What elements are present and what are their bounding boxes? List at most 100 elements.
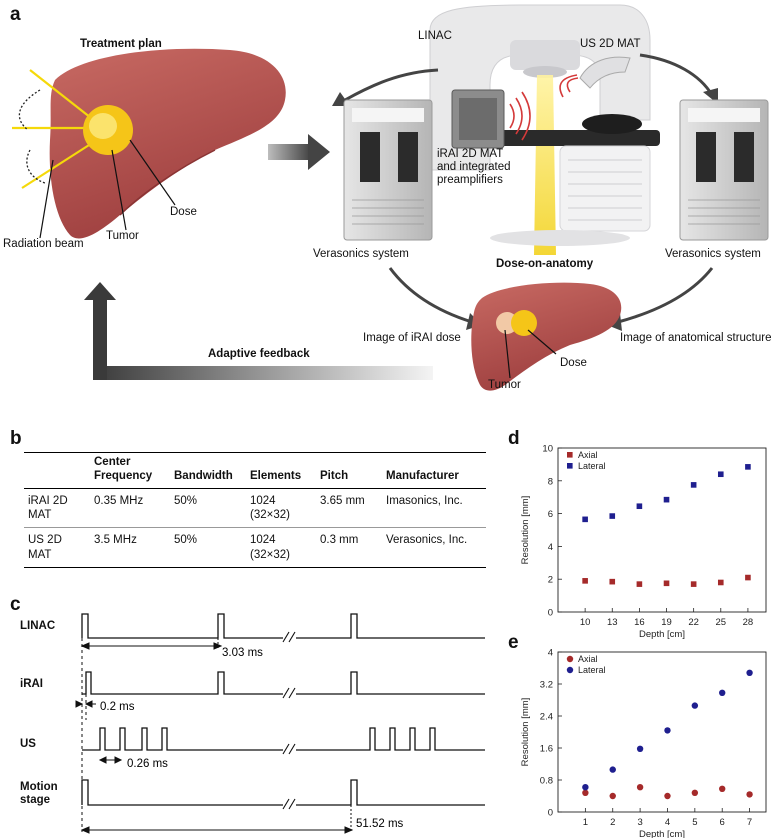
x-axis-label: Depth [cm] <box>639 829 685 838</box>
plot-frame <box>557 651 767 813</box>
label-image-anatomical: Image of anatomical structure <box>620 332 772 344</box>
y-tick-label: 2.4 <box>540 712 553 723</box>
y-tick-label: 0 <box>548 608 553 619</box>
timing-motion-period: 51.52 ms <box>356 818 404 830</box>
workflow-arrow-right <box>268 134 330 170</box>
x-tick-label: 3 <box>637 817 642 828</box>
legend-label-lateral: Lateral <box>578 461 606 471</box>
table-row: US 2D MAT 3.5 MHz 50% 1024 (32×32) 0.3 m… <box>24 528 486 568</box>
table-cell: 0.35 MHz <box>94 494 144 507</box>
y-tick-label: 6 <box>548 509 553 520</box>
label-irai-mat-2: and integrated <box>437 161 511 173</box>
verasonics-right-cabinet <box>679 99 769 241</box>
timing-label-irai: iRAI <box>20 678 43 690</box>
table-cell: 3.65 mm <box>320 494 365 507</box>
liver-bottom <box>471 282 622 391</box>
table-cell: iRAI 2D MAT <box>28 494 68 521</box>
x-tick-label: 10 <box>580 617 591 628</box>
table-cell: 50% <box>174 534 198 547</box>
data-point-axial <box>636 581 643 587</box>
x-tick-label: 25 <box>715 617 726 628</box>
x-tick-label: 6 <box>720 817 725 828</box>
table-header <box>24 453 90 488</box>
y-tick-label: 0.8 <box>540 776 553 787</box>
linac-trace <box>81 613 283 639</box>
legend-marker-lateral <box>567 463 573 469</box>
y-tick-label: 1.6 <box>540 744 553 755</box>
data-point-axial <box>691 789 699 796</box>
label-dose-on-anatomy: Dose-on-anatomy <box>496 258 594 270</box>
label-tumor-top: Tumor <box>106 230 139 242</box>
table-header-row: Center Frequency Bandwidth Elements Pitc… <box>24 453 486 489</box>
data-point-lateral <box>745 464 751 470</box>
label-us-mat: US 2D MAT <box>580 38 641 50</box>
x-tick-label: 4 <box>665 817 670 828</box>
table-cell: Verasonics, Inc. <box>386 534 468 547</box>
table-header: Pitch <box>320 469 349 482</box>
data-point-lateral <box>609 513 616 519</box>
us-trace <box>82 727 283 751</box>
x-tick-label: 28 <box>743 617 754 628</box>
label-adaptive-feedback: Adaptive feedback <box>208 348 310 360</box>
data-point-axial <box>664 792 671 800</box>
data-point-lateral <box>609 766 616 773</box>
rotation-arrow-lower <box>26 149 46 184</box>
data-point-axial <box>609 792 616 800</box>
timing-label-motion-stage: Motion stage <box>20 781 58 807</box>
timing-irai-delay: 0.2 ms <box>100 701 135 713</box>
data-point-lateral <box>663 496 670 503</box>
data-point-axial <box>745 574 751 581</box>
data-point-axial <box>690 581 697 587</box>
label-dose-top: Dose <box>170 206 197 218</box>
panel-label-d: d <box>508 428 520 449</box>
table-cell: 0.3 mm <box>320 534 359 547</box>
data-point-lateral <box>664 727 671 734</box>
legend-marker-axial <box>566 655 574 663</box>
label-tumor-bottom: Tumor <box>488 379 521 391</box>
y-tick-label: 4 <box>548 542 553 553</box>
y-tick-label: 2 <box>548 575 553 586</box>
motion-trace <box>81 779 283 806</box>
y-axis-label: Resolution [mm] <box>520 698 531 767</box>
x-tick-label: 7 <box>747 817 752 828</box>
plot-frame <box>557 447 767 613</box>
legend-label-axial: Axial <box>578 450 598 460</box>
data-point-lateral <box>719 689 726 696</box>
rotation-arrow-upper <box>18 89 41 131</box>
table-header: Elements <box>250 469 302 482</box>
irai-trace <box>82 671 283 695</box>
data-point-axial <box>636 784 644 791</box>
x-tick-label: 19 <box>661 617 672 628</box>
spec-table: Center Frequency Bandwidth Elements Pitc… <box>24 453 486 568</box>
data-point-lateral <box>746 669 753 676</box>
y-tick-label: 0 <box>548 808 553 819</box>
table-cell: 1024 (32×32) <box>250 494 290 521</box>
data-point-lateral <box>636 503 643 510</box>
tumor-dose-top <box>83 105 133 155</box>
panel-label-b: b <box>10 428 22 449</box>
label-radiation-beam: Radiation beam <box>3 238 84 250</box>
data-point-axial <box>582 578 588 584</box>
label-irai-mat-3: preamplifiers <box>437 174 503 186</box>
timing-diagram: 3.03 ms 0.2 ms 0.26 ms 51.52 ms <box>75 613 485 834</box>
x-tick-label: 2 <box>610 817 615 828</box>
timing-label-us: US <box>20 738 36 750</box>
data-point-lateral <box>636 745 644 752</box>
data-point-lateral <box>582 784 589 791</box>
verasonics-left-cabinet <box>343 99 433 241</box>
data-point-axial <box>717 579 724 586</box>
table-cell: 3.5 MHz <box>94 534 137 547</box>
label-verasonics-right: Verasonics system <box>665 248 761 260</box>
x-tick-label: 1 <box>583 817 588 828</box>
label-verasonics-left: Verasonics system <box>313 248 409 260</box>
y-tick-label: 4 <box>548 648 553 659</box>
y-tick-label: 8 <box>548 476 553 487</box>
adaptive-feedback-arrow <box>84 282 433 380</box>
table-header: Center Frequency <box>94 456 153 482</box>
y-tick-label: 10 <box>542 444 553 455</box>
legend-label-lateral: Lateral <box>578 665 606 675</box>
data-point-axial <box>663 580 670 587</box>
